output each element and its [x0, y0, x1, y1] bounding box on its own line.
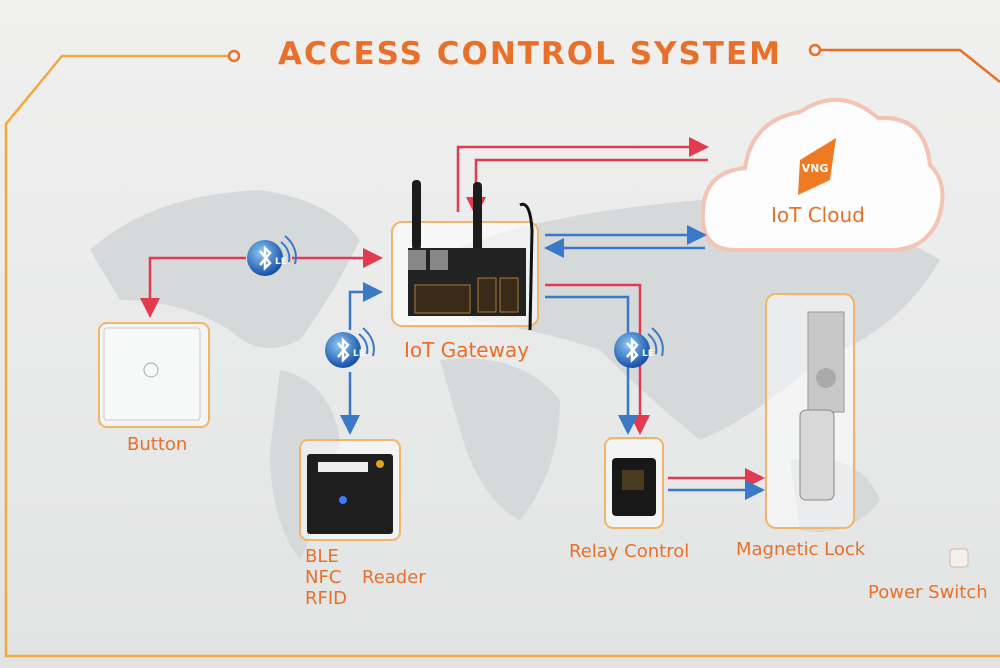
- magnetic-lock-device: [765, 293, 855, 529]
- reader-device: [299, 439, 401, 541]
- gateway-label: IoT Gateway: [404, 338, 530, 362]
- reader-line-ble: BLE: [305, 546, 339, 567]
- cloud-label: IoT Cloud: [771, 203, 865, 227]
- bluetooth-le-icon: LE: [614, 327, 664, 368]
- relay-device: [604, 437, 664, 529]
- border-line: [4, 43, 1000, 658]
- reader-line-nfc: NFC: [305, 567, 342, 588]
- svg-text:LE: LE: [275, 257, 287, 267]
- lock-label: Magnetic Lock: [736, 539, 866, 560]
- vng-logo: [798, 138, 836, 195]
- svg-text:LE: LE: [353, 349, 365, 359]
- reader-label: Reader: [362, 567, 426, 588]
- power-switch[interactable]: [949, 548, 969, 568]
- reader-line-rfid: RFID: [305, 588, 348, 609]
- bluetooth-le-icon: LE: [247, 235, 297, 276]
- svg-text:VNG: VNG: [802, 162, 829, 175]
- bluetooth-le-icon: LE: [325, 327, 375, 368]
- gateway-board: [391, 180, 539, 331]
- button-label: Button: [127, 434, 188, 455]
- svg-text:LE: LE: [642, 349, 654, 359]
- relay-label: Relay Control: [569, 541, 690, 562]
- ble-badges: LE LE LE: [247, 235, 664, 368]
- power-switch-label: Power Switch: [868, 582, 988, 603]
- button-device: [98, 322, 210, 428]
- iot-cloud: VNG: [700, 98, 945, 252]
- page-title: ACCESS CONTROL SYSTEM: [278, 36, 782, 72]
- reader-label-lines: BLE NFC RFID: [305, 546, 347, 609]
